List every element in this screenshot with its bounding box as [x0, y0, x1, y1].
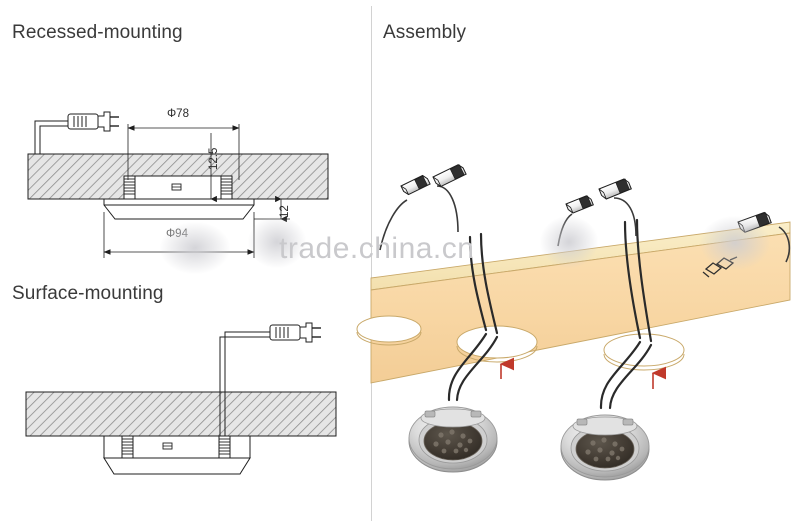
connector-pair [557, 178, 637, 247]
plug-connector-icon [598, 178, 632, 200]
panel-title-assembly: Assembly [383, 22, 467, 43]
dimension-label-diameter-lens: Φ94 [166, 228, 188, 240]
spring-clip-icon [218, 435, 231, 459]
surface-lens-trim [103, 457, 251, 475]
dimension-label-depth-body: 12.5 [208, 147, 220, 170]
dimension-label-lens-height: 12 [279, 205, 291, 218]
recessed-fixture-body [127, 175, 229, 200]
plug-connector-icon [432, 164, 467, 188]
spring-clip-icon [123, 175, 136, 200]
dimension-label-diameter-outer: Φ78 [167, 108, 189, 120]
led-puck-light-icon [408, 406, 498, 473]
surface-fixture-body [103, 435, 251, 459]
surface-mounting-drawing [25, 322, 337, 475]
watermark-blob [540, 216, 598, 268]
watermark-blob [700, 216, 770, 270]
panel-title-recessed: Recessed-mounting [12, 22, 183, 43]
assembly-wire [447, 332, 653, 410]
assembly-drawing [356, 164, 791, 481]
plug-connector-icon [737, 211, 772, 233]
plug-connector-icon [269, 322, 321, 343]
panel-hole [456, 325, 538, 363]
spring-clip-icon [121, 435, 134, 459]
surface-cable [219, 331, 270, 436]
spring-clip-icon [220, 175, 233, 200]
spring-clip-icon [702, 256, 738, 278]
panel-title-surface: Surface-mounting [12, 283, 164, 304]
watermark-text: trade.china.cn [279, 232, 475, 265]
recessed-cable [34, 120, 128, 187]
recessed-lens-trim [103, 198, 255, 220]
led-puck-light-icon [560, 414, 650, 481]
dimension-diameter-outer [127, 124, 240, 180]
surface-panel-section [25, 391, 337, 437]
recessed-panel-section [27, 153, 329, 200]
plug-connector-icon [565, 195, 594, 214]
panel-hole [356, 315, 422, 346]
plug-connector-icon [67, 111, 119, 132]
panel-hole [603, 333, 685, 371]
assembly-wire [468, 218, 653, 343]
connector-pair [702, 211, 791, 278]
plug-connector-icon [400, 174, 431, 196]
